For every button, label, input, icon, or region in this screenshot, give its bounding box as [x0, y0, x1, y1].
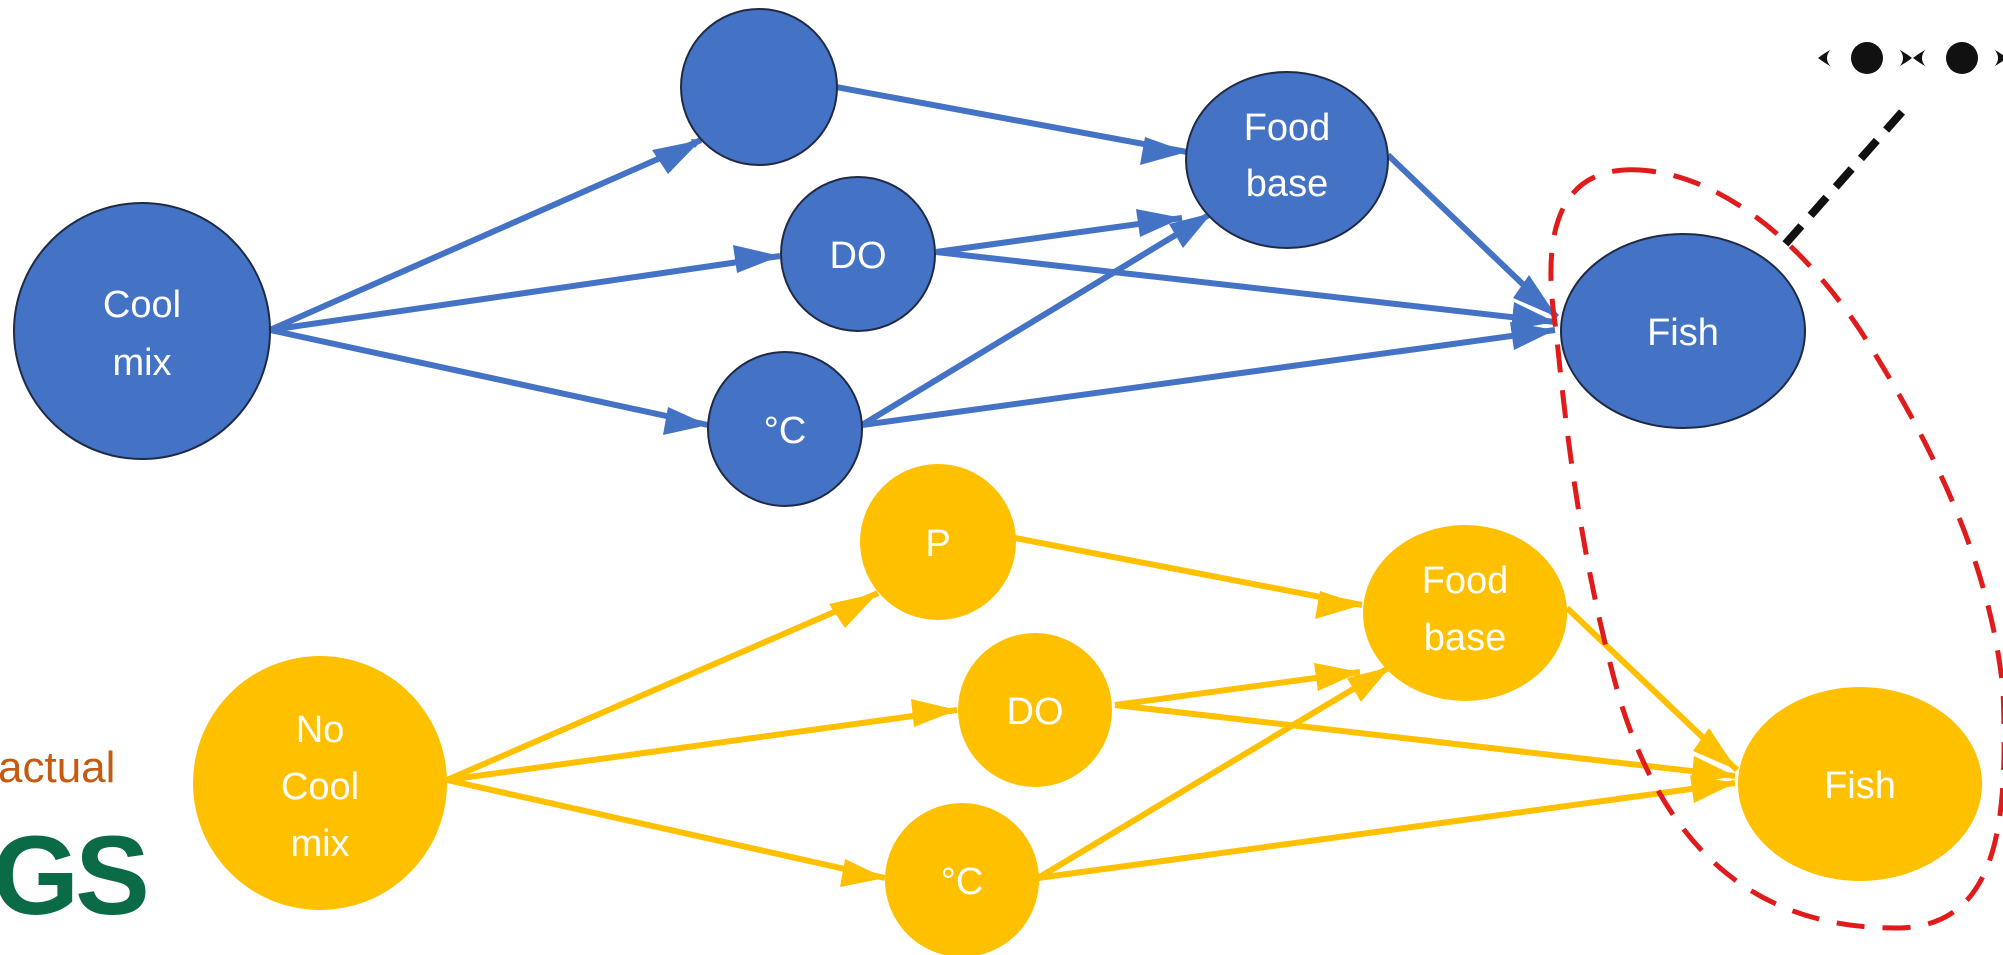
- edge-nocoolmix-do: [446, 707, 958, 783]
- node-label: Food: [1244, 107, 1331, 149]
- edge-top-foodbase: [835, 84, 1188, 155]
- edge-coolmix-top: [268, 137, 703, 333]
- node-temp: °C: [707, 351, 863, 507]
- node-food-base: Food base: [1185, 71, 1389, 249]
- node-fish: Fish: [1560, 233, 1806, 429]
- node-label: °C: [764, 410, 807, 452]
- node-label: °C: [941, 861, 984, 903]
- arrowhead: [1693, 728, 1737, 770]
- edge-coolmix-do: [269, 253, 781, 333]
- node-cool-mix: Cool mix: [13, 202, 271, 460]
- node-label: base: [1246, 163, 1328, 205]
- node-label: No: [296, 709, 345, 751]
- edge-p-foodbase: [1014, 535, 1363, 608]
- highlight-outline: [1548, 167, 2003, 931]
- edge-temp-fish: [861, 327, 1556, 428]
- arrowhead: [1314, 663, 1360, 691]
- node-p: P: [860, 464, 1016, 620]
- edge-temp-fish: [1037, 780, 1736, 881]
- node-label: mix: [112, 342, 171, 384]
- blue-arrowheads: [652, 137, 1557, 435]
- arrowhead: [1136, 209, 1182, 237]
- eye-icon: [1818, 38, 1912, 78]
- node-fish: Fish: [1738, 687, 1982, 881]
- arrowhead: [911, 699, 957, 727]
- arrowhead: [1513, 275, 1557, 317]
- node-label: DO: [1007, 691, 1064, 733]
- gold-arrowheads: [829, 591, 1737, 887]
- arrowhead: [1347, 667, 1390, 702]
- arrowhead: [1691, 756, 1735, 784]
- edge-temp-foodbase: [1036, 664, 1392, 881]
- arrowhead: [1140, 137, 1187, 165]
- arrowhead: [1690, 775, 1735, 803]
- edge-nocoolmix-temp: [446, 777, 886, 881]
- edge-do-fish: [1114, 702, 1736, 779]
- arrowhead: [1315, 591, 1362, 619]
- node-label: Fish: [1647, 312, 1719, 354]
- node-label: mix: [290, 823, 349, 865]
- node-top-unlabeled: [680, 8, 838, 166]
- arrowhead: [652, 140, 701, 174]
- node-temp: °C: [885, 803, 1039, 955]
- arrowhead: [1511, 302, 1555, 330]
- node-label: Cool: [103, 284, 181, 326]
- arrowhead: [663, 407, 708, 435]
- arrowhead: [840, 859, 885, 887]
- edge-nocoolmix-p: [445, 590, 880, 783]
- edge-do-fish: [935, 249, 1556, 325]
- node-do: DO: [780, 176, 936, 332]
- node-no-cool-mix: No Cool mix: [193, 656, 447, 910]
- node-label: P: [925, 523, 950, 565]
- arrowhead: [1169, 213, 1212, 248]
- arrowhead: [829, 593, 878, 628]
- arrowhead: [1510, 322, 1555, 350]
- node-label: Food: [1422, 560, 1509, 602]
- eye-icon: [1913, 38, 2003, 78]
- node-do: DO: [958, 633, 1112, 787]
- node-label: base: [1424, 617, 1506, 659]
- node-food-base: Food base: [1363, 525, 1567, 701]
- edge-temp-foodbase: [860, 210, 1214, 428]
- node-label: Fish: [1824, 765, 1896, 807]
- partial-logo: GS: [0, 813, 150, 938]
- node-label: DO: [830, 235, 887, 277]
- edge-coolmix-temp: [269, 327, 709, 428]
- node-label: Cool: [281, 766, 359, 808]
- blue-edges: [268, 84, 1560, 428]
- observer-line: [1777, 109, 1905, 253]
- arrowhead: [733, 245, 780, 273]
- partial-side-label: actual: [0, 743, 116, 792]
